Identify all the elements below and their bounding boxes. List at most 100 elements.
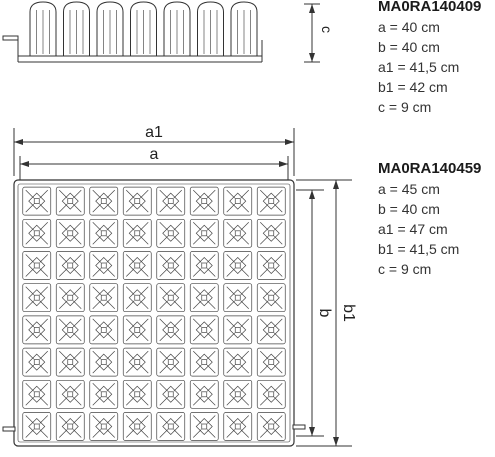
top-view-frame: [13, 179, 295, 447]
top-view-connectors: [2, 424, 306, 432]
product-code: MA0RA140409: [378, 0, 482, 15]
grid-knob: [156, 379, 186, 409]
spec-block-ma0ra140409: MA0RA140409 a = 40 cm b = 40 cm a1 = 41,…: [378, 0, 481, 117]
grid-knob: [89, 315, 119, 345]
dimension-b1-label: b1: [340, 304, 357, 322]
grid-knob: [256, 412, 286, 441]
grid-knob: [122, 412, 152, 441]
grid-knob: [55, 283, 85, 313]
dim-a: a = 45 cm: [378, 181, 440, 197]
left-connector: [2, 426, 16, 432]
dimension-b1: [296, 179, 352, 447]
grid-knob: [22, 347, 52, 377]
grid-knob: [256, 347, 286, 377]
grid-knob: [223, 186, 253, 216]
dim-a: a = 40 cm: [378, 19, 440, 35]
grid-knob: [223, 315, 253, 345]
dimension-a1-label: a1: [145, 124, 163, 141]
dim-a1: a1 = 47 cm: [378, 221, 448, 237]
dim-b1: b1 = 41,5 cm: [378, 241, 460, 257]
grid-knob: [223, 347, 253, 377]
grid-knob: [122, 251, 152, 280]
dimension-b-label: b: [316, 309, 333, 318]
grid-knob: [122, 218, 152, 248]
product-code: MA0RA140459: [378, 160, 482, 177]
grid-knob: [89, 218, 119, 248]
grid-knob: [55, 379, 85, 409]
grid-knob: [55, 412, 85, 441]
grid-knob: [89, 283, 119, 313]
grid-knob: [89, 412, 119, 441]
grid-knob: [89, 379, 119, 409]
side-view-boss: [197, 1, 224, 56]
grid-knob: [156, 283, 186, 313]
grid-knob: [223, 251, 253, 280]
dimension-a-label: a: [150, 146, 159, 163]
grid-knob: [22, 218, 52, 248]
grid-knob: [156, 412, 186, 441]
grid-knob: [256, 315, 286, 345]
grid-knob: [55, 347, 85, 377]
grid-knob: [256, 283, 286, 313]
grid-knob: [89, 251, 119, 280]
dimension-a: [19, 156, 289, 180]
grid-knob: [89, 186, 119, 216]
side-view-boss: [63, 1, 90, 56]
grid-knob: [189, 347, 219, 377]
side-view-bosses: [29, 1, 258, 56]
grid-knob: [156, 315, 186, 345]
grid-knob: [55, 218, 85, 248]
dim-c: c = 9 cm: [378, 99, 432, 115]
grid-knob: [22, 186, 52, 216]
dim-b: b = 40 cm: [378, 201, 440, 217]
grid-knob: [223, 412, 253, 441]
grid-knob: [189, 186, 219, 216]
grid-knob: [156, 251, 186, 280]
grid-knob: [189, 315, 219, 345]
grid-knob: [122, 347, 152, 377]
side-view-boss: [96, 1, 124, 56]
side-view-boss: [230, 1, 258, 56]
grid-knob: [55, 315, 85, 345]
grid-knob: [122, 315, 152, 345]
grid-knob: [122, 283, 152, 313]
grid-knob: [22, 251, 52, 280]
grid-knob: [189, 412, 219, 441]
grid-knob: [256, 251, 286, 280]
grid-knob: [122, 186, 152, 216]
grid-knob: [22, 412, 52, 441]
side-view: [2, 1, 263, 63]
grid-knob: [22, 315, 52, 345]
side-view-boss: [29, 1, 57, 56]
dim-b: b = 40 cm: [378, 39, 440, 55]
grid-knob: [223, 283, 253, 313]
grid-knob: [122, 379, 152, 409]
grid-knob: [55, 186, 85, 216]
grid-knob: [156, 347, 186, 377]
grid-knob: [189, 283, 219, 313]
grid-knob: [189, 379, 219, 409]
grid-knob: [256, 218, 286, 248]
dimension-c: [304, 3, 320, 63]
dim-a1: a1 = 41,5 cm: [378, 59, 460, 75]
spec-block-ma0ra140459: MA0RA140459 a = 45 cm b = 40 cm a1 = 47 …: [378, 159, 481, 279]
grid-knob: [189, 218, 219, 248]
dimension-a1: [13, 128, 295, 176]
right-connector: [292, 424, 306, 430]
dimension-b: [296, 189, 324, 437]
dim-c: c = 9 cm: [378, 261, 432, 277]
dimension-c-label: c: [319, 26, 335, 33]
grid-knob: [223, 218, 253, 248]
grid-knob: [22, 283, 52, 313]
grid-knob: [189, 251, 219, 280]
dim-b1: b1 = 42 cm: [378, 79, 448, 95]
grid-knob: [256, 186, 286, 216]
grid-knob: [89, 347, 119, 377]
top-view-grid: [22, 186, 286, 441]
side-view-boss: [163, 1, 191, 56]
grid-knob: [156, 186, 186, 216]
grid-knob: [256, 379, 286, 409]
grid-knob: [156, 218, 186, 248]
grid-knob: [55, 251, 85, 280]
